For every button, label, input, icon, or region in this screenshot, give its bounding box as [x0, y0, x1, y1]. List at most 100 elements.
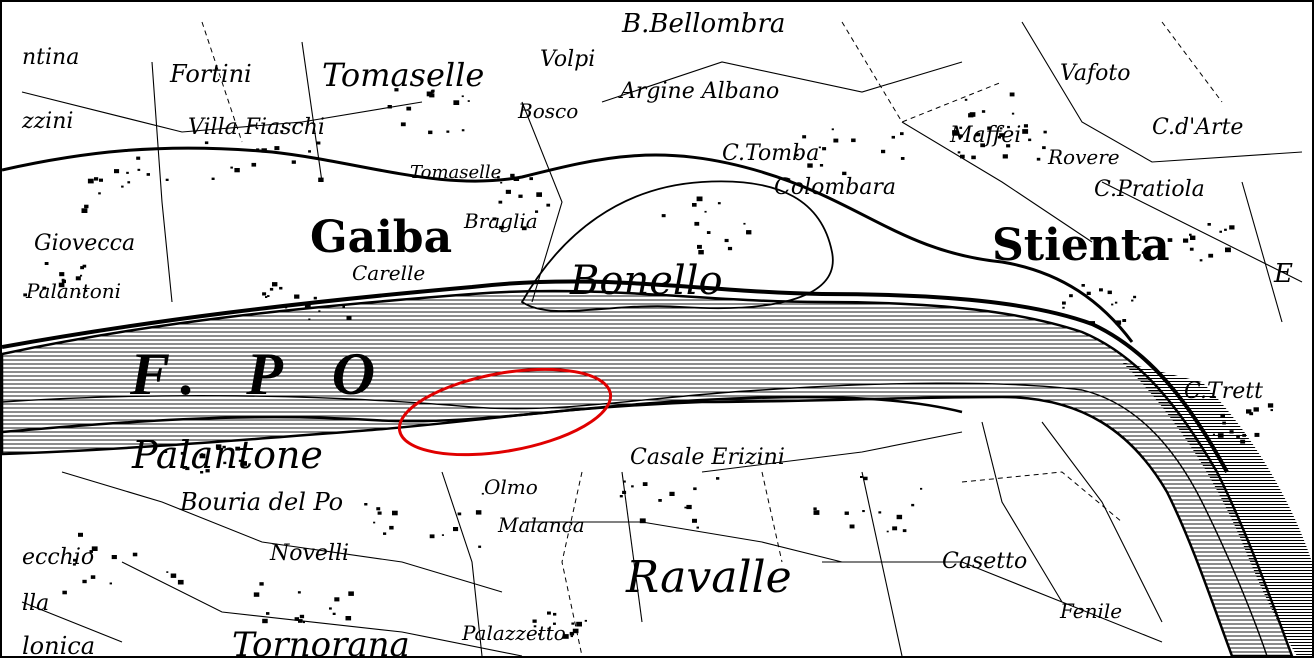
building-marker [498, 200, 503, 204]
building-marker [308, 318, 311, 321]
building-marker [308, 150, 311, 153]
building-marker [267, 295, 270, 297]
building-marker [80, 266, 84, 270]
building-marker [724, 238, 729, 243]
building-marker [297, 591, 301, 594]
label-bouria: Bouria del Po [179, 488, 343, 516]
building-marker [513, 176, 520, 181]
building-marker [975, 132, 981, 137]
building-marker [84, 204, 89, 209]
building-marker [392, 510, 398, 516]
building-marker [576, 621, 582, 627]
building-marker [262, 618, 268, 624]
building-marker [251, 162, 257, 167]
building-marker [1006, 144, 1011, 148]
building-marker [1036, 157, 1041, 161]
building-marker [59, 272, 65, 277]
levee-gaiba [2, 146, 1134, 343]
building-marker [1133, 295, 1137, 299]
building-marker [62, 590, 67, 595]
building-marker [313, 296, 317, 300]
building-marker [394, 88, 399, 92]
building-marker [999, 133, 1004, 137]
building-marker [521, 226, 527, 231]
building-marker [1199, 259, 1203, 262]
building-marker [166, 571, 169, 573]
building-marker [546, 203, 551, 207]
building-marker [1007, 125, 1010, 129]
building-marker [529, 177, 533, 181]
levee-north [2, 279, 1229, 473]
building-marker [342, 305, 345, 308]
building-marker [704, 210, 707, 213]
building-marker [535, 210, 539, 213]
building-marker [813, 507, 817, 510]
building-marker [430, 90, 435, 93]
building-marker [553, 612, 557, 616]
building-marker [428, 130, 433, 135]
building-marker [1107, 290, 1112, 295]
building-marker [387, 105, 392, 109]
building-marker [406, 106, 412, 111]
building-marker [42, 286, 47, 290]
building-marker [256, 127, 259, 130]
building-marker [892, 526, 898, 531]
building-marker [981, 110, 986, 113]
building-marker [697, 244, 702, 249]
building-marker [284, 306, 288, 309]
building-marker [795, 153, 799, 157]
building-marker [980, 143, 985, 148]
building-marker [952, 131, 958, 136]
building-marker [99, 178, 103, 182]
building-marker [44, 262, 49, 265]
building-marker [1011, 112, 1015, 115]
building-marker [911, 503, 915, 507]
building-marker [1242, 433, 1246, 437]
building-marker [81, 208, 88, 213]
label-right-edge-e: E [1273, 259, 1293, 289]
building-marker [842, 171, 847, 176]
building-marker [82, 579, 87, 584]
building-marker [686, 504, 692, 510]
building-marker [1222, 421, 1226, 425]
building-marker [262, 292, 267, 296]
label-maffei: Maffei [949, 123, 1021, 148]
building-marker [238, 459, 242, 462]
label-ravalle: Ravalle [625, 552, 792, 603]
label-c-pratiola: C.Pratiola [1094, 177, 1205, 202]
label-olmo: Olmo [484, 475, 538, 499]
building-marker [241, 461, 247, 466]
building-marker [1043, 130, 1047, 134]
building-marker [82, 264, 87, 268]
building-marker [831, 128, 834, 131]
label-ila: lla [22, 591, 49, 616]
building-marker [170, 573, 177, 578]
label-colombara: Colombara [774, 175, 896, 200]
building-marker [1229, 430, 1234, 434]
building-marker [1062, 301, 1066, 305]
building-marker [265, 296, 268, 298]
building-marker [1111, 303, 1114, 306]
building-marker [851, 138, 856, 143]
building-marker [73, 558, 77, 562]
building-marker [279, 286, 283, 290]
building-marker [298, 619, 303, 623]
building-marker [960, 154, 965, 159]
building-marker [253, 592, 260, 597]
label-fortini: Fortini [169, 60, 252, 88]
building-marker [111, 555, 117, 560]
building-marker [1220, 413, 1225, 418]
building-marker [481, 492, 484, 495]
bonello-loop [520, 180, 834, 312]
building-marker [1115, 320, 1122, 325]
building-marker [497, 176, 500, 179]
building-marker [987, 126, 992, 130]
building-marker [746, 231, 749, 234]
label-rovere: Rovere [1047, 145, 1120, 169]
building-marker [165, 178, 169, 181]
building-marker [461, 129, 465, 132]
building-marker [1246, 409, 1252, 414]
building-marker [1212, 433, 1215, 436]
building-marker [291, 160, 296, 164]
